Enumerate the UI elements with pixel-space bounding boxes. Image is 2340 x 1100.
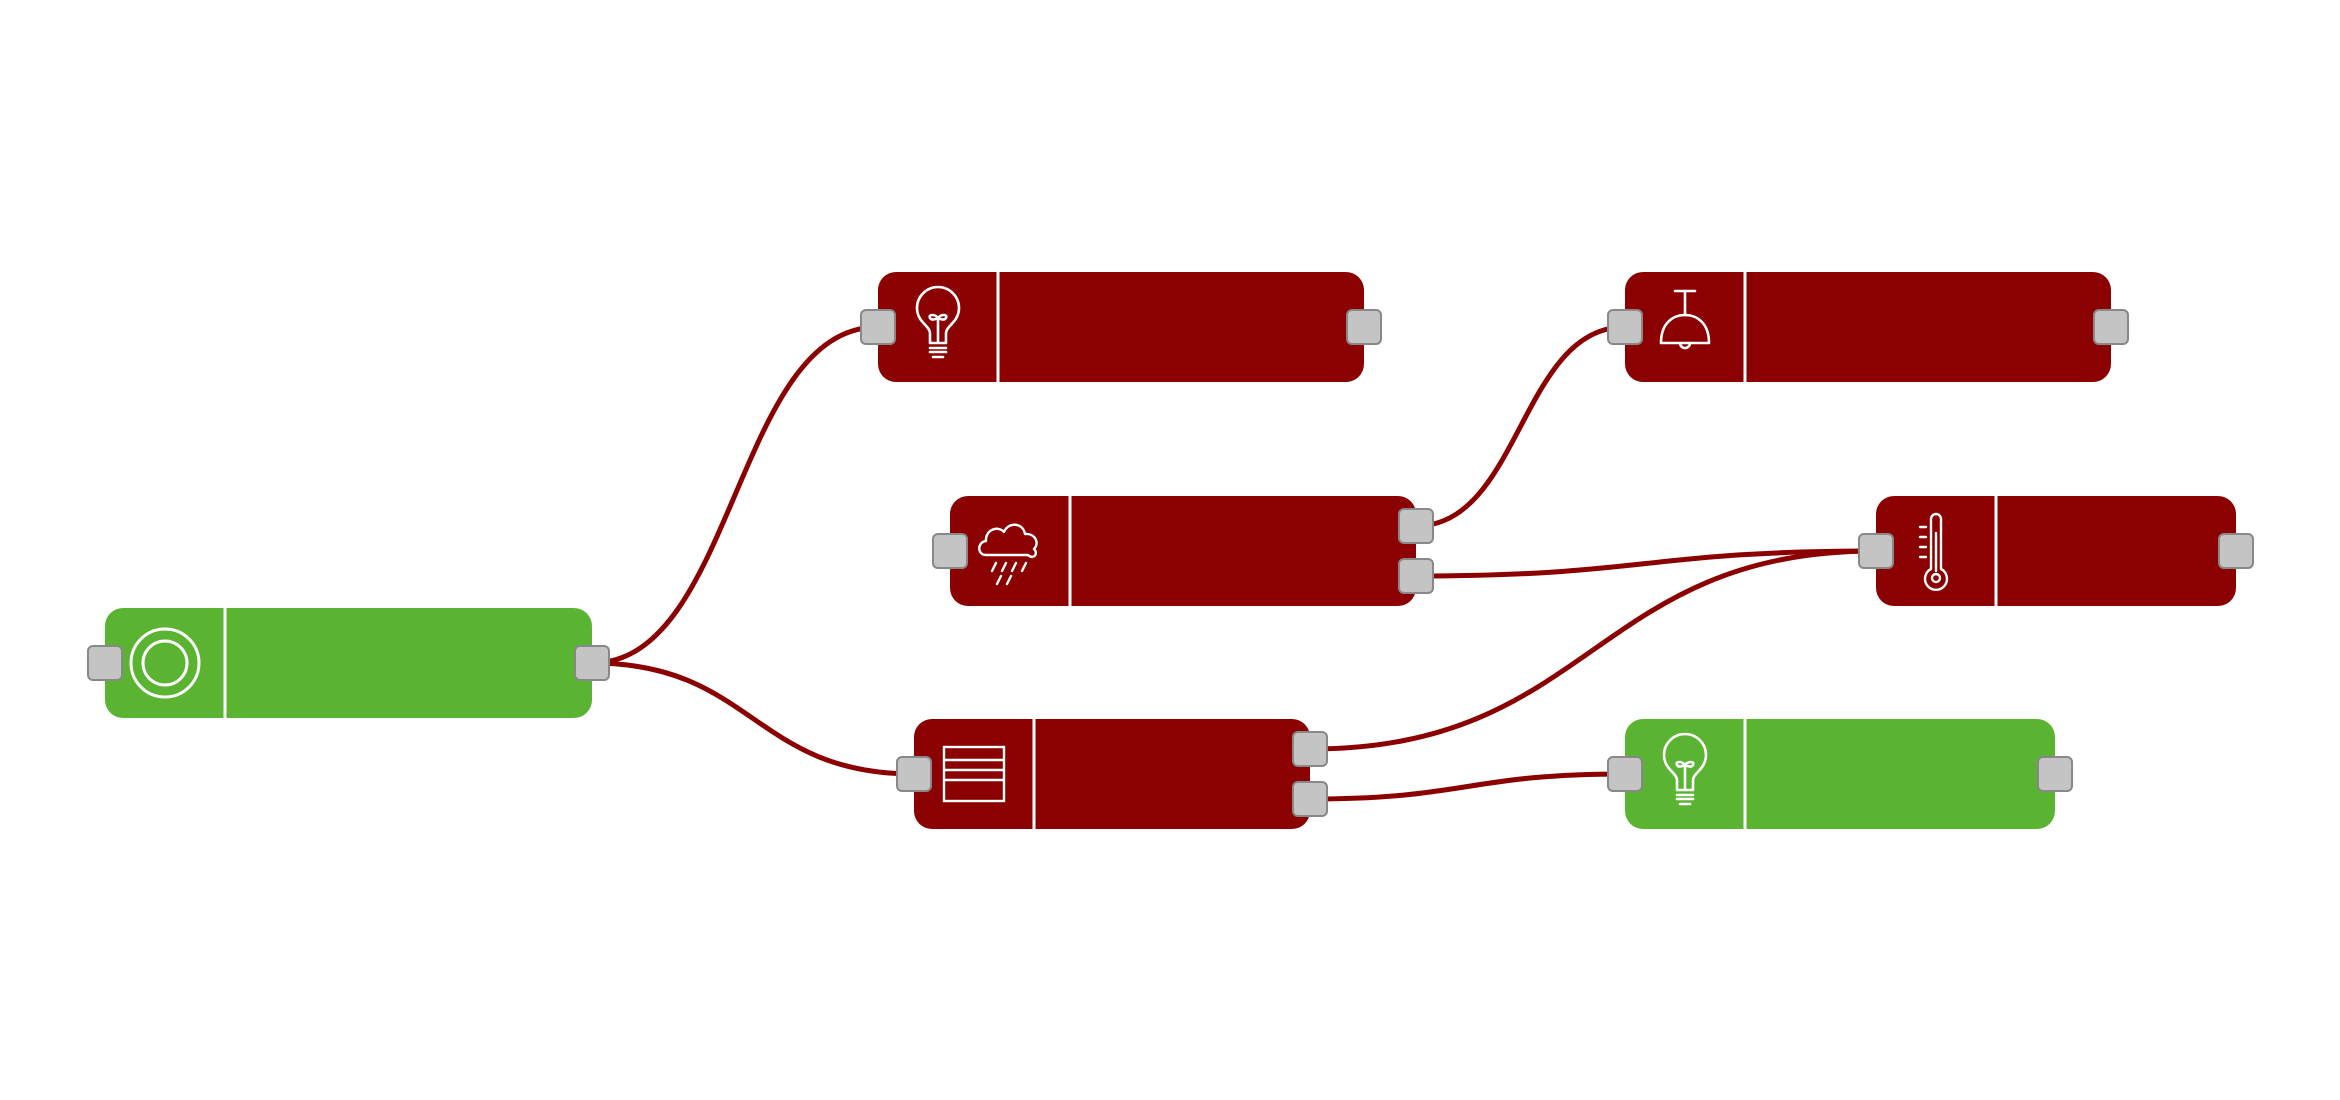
output-port-1[interactable]	[1346, 309, 1382, 345]
output-port-1[interactable]	[574, 645, 610, 681]
input-port[interactable]	[1607, 756, 1643, 792]
input-port[interactable]	[932, 533, 968, 569]
node-body[interactable]	[1625, 719, 2055, 829]
output-port-2[interactable]	[1292, 781, 1328, 817]
node-light-1[interactable]	[860, 272, 1382, 382]
node-light-2[interactable]	[1607, 719, 2073, 829]
node-body[interactable]	[950, 496, 1416, 606]
output-port-1[interactable]	[1292, 731, 1328, 767]
output-port-1[interactable]	[2093, 309, 2129, 345]
node-body[interactable]	[1876, 496, 2236, 606]
node-body[interactable]	[105, 608, 592, 718]
wire-weather-to-thermometer[interactable]	[1413, 548, 1879, 579]
output-port-1[interactable]	[2218, 533, 2254, 569]
input-port[interactable]	[1607, 309, 1643, 345]
wire-switch-to-light-1[interactable]	[589, 324, 881, 666]
node-weather[interactable]	[932, 496, 1434, 606]
input-port[interactable]	[1858, 533, 1894, 569]
input-port[interactable]	[896, 756, 932, 792]
wire-switch-to-blind[interactable]	[589, 660, 917, 777]
node-thermometer[interactable]	[1858, 496, 2254, 606]
output-port-2[interactable]	[1398, 558, 1434, 594]
wire-blind-to-thermometer[interactable]	[1307, 548, 1879, 752]
output-port-1[interactable]	[2037, 756, 2073, 792]
node-switch[interactable]	[87, 608, 610, 718]
input-port[interactable]	[860, 309, 896, 345]
node-body[interactable]	[878, 272, 1364, 382]
node-body[interactable]	[914, 719, 1310, 829]
node-blind[interactable]	[896, 719, 1328, 829]
input-port[interactable]	[87, 645, 123, 681]
node-body[interactable]	[1625, 272, 2111, 382]
output-port-1[interactable]	[1398, 508, 1434, 544]
wire-blind-to-light-2[interactable]	[1307, 771, 1628, 802]
node-ceiling-lamp[interactable]	[1607, 272, 2129, 382]
wire-weather-to-ceiling-lamp[interactable]	[1413, 324, 1628, 529]
